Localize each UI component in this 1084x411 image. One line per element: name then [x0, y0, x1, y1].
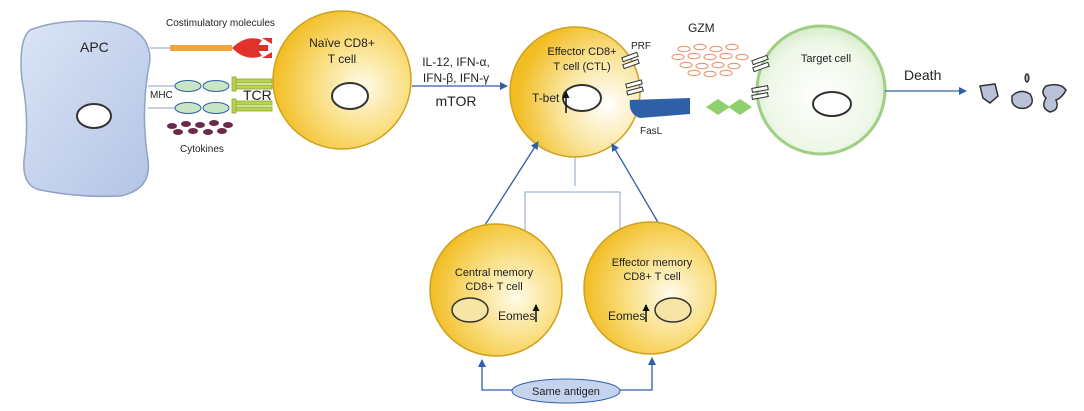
effmem-eomes-label: Eomes	[608, 309, 645, 323]
signals-line2: IFN-β, IFN-γ	[423, 71, 489, 85]
cell-debris	[979, 73, 1067, 113]
mhc-label: MHC	[150, 90, 173, 101]
signals-line1: IL-12, IFN-α,	[422, 55, 490, 69]
effmem-nucleus	[654, 297, 692, 323]
antigen-connectors	[478, 357, 656, 391]
costimulatory-molecules	[170, 38, 272, 58]
mhc-molecules	[174, 80, 230, 114]
fas-receptors	[706, 99, 752, 115]
naive-cd8-t-cell: Naïve CD8+ T cell	[272, 10, 412, 150]
central-nucleus	[451, 297, 489, 323]
effector-cd8-t-cell: Effector CD8+ T cell (CTL) T-bet	[509, 26, 641, 158]
granzyme-granules	[671, 43, 749, 78]
effmem-label-line1: Effector memory	[612, 257, 693, 269]
central-to-effector-arrow	[477, 141, 539, 237]
gzm-label: GZM	[688, 21, 715, 35]
central-memory-cell: Central memory CD8+ T cell Eomes	[429, 223, 563, 357]
effmem-label-line2: CD8+ T cell	[623, 271, 680, 283]
same-antigen-label: Same antigen	[532, 386, 600, 398]
apc-connectors	[148, 47, 175, 109]
target-nucleus	[812, 91, 852, 117]
effector-memory-cell: Effector memory CD8+ T cell Eomes	[583, 221, 717, 355]
mtor-label: mTOR	[436, 93, 477, 109]
effector-memory-to-effector-arrow	[611, 143, 667, 237]
same-antigen: Same antigen	[511, 378, 621, 404]
target-label: Target cell	[801, 53, 851, 65]
fasl-label: FasL	[640, 126, 663, 137]
central-label-line1: Central memory	[455, 267, 534, 279]
target-cell: Target cell	[755, 24, 887, 156]
effector-nucleus	[562, 84, 602, 112]
naive-nucleus	[331, 82, 369, 110]
central-eomes-label: Eomes	[498, 309, 535, 323]
cytokines	[167, 120, 233, 135]
costimulatory-label: Costimulatory molecules	[166, 18, 275, 29]
tcr-label: TCR	[243, 87, 272, 103]
apc-nucleus	[76, 103, 112, 129]
fasl-ligand	[629, 98, 690, 118]
tbet-label: T-bet	[532, 91, 560, 105]
tcr-receptors	[231, 76, 273, 114]
prf-label: PRF	[631, 41, 651, 52]
apc-label: APC	[80, 39, 109, 55]
naive-label-line2: T cell	[328, 52, 356, 66]
target-pores	[751, 54, 770, 100]
perforin-pores	[621, 51, 644, 96]
cytokines-label: Cytokines	[180, 144, 224, 155]
effector-label-line1: Effector CD8+	[547, 46, 616, 58]
memory-connectors	[524, 157, 621, 252]
central-label-line2: CD8+ T cell	[465, 281, 522, 293]
effector-label-line2: T cell (CTL)	[553, 61, 610, 73]
death-label: Death	[904, 67, 941, 83]
apc-cell: APC	[20, 20, 151, 198]
naive-label-line1: Naïve CD8+	[309, 36, 375, 50]
